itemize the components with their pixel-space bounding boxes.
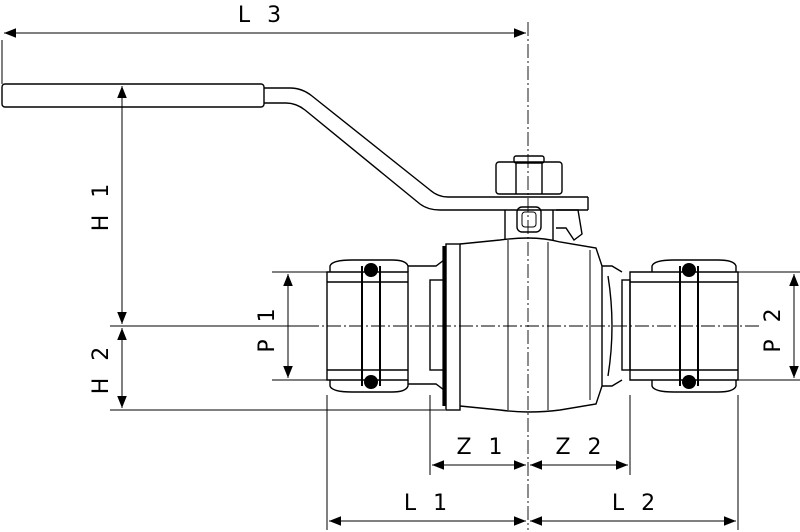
valve-body <box>442 237 603 413</box>
stem-neck <box>504 210 554 240</box>
h2-label: H 2 <box>89 342 114 395</box>
hex-nut <box>495 161 563 195</box>
right-socket-grooves <box>679 266 699 386</box>
right-o-ring-bottom <box>682 375 696 389</box>
left-neck-outline <box>408 259 445 391</box>
left-o-ring-bottom <box>364 375 378 389</box>
left-neck <box>408 259 445 391</box>
z2-label: Z 2 <box>555 435 606 460</box>
h1-label: H 1 <box>89 179 114 232</box>
right-socket-bottom-bead <box>651 380 737 393</box>
extension-lines <box>1 40 800 530</box>
l1-label: L 1 <box>404 491 452 516</box>
left-press-socket <box>326 259 409 393</box>
body-flange <box>445 243 461 411</box>
body-shell <box>459 237 603 413</box>
stop-tab <box>556 209 583 242</box>
stem-top <box>513 155 545 164</box>
left-socket-top-bead <box>329 259 409 272</box>
right-socket-top-bead <box>651 259 737 272</box>
l3-label: L 3 <box>238 3 286 28</box>
lever-handle <box>1 83 589 211</box>
body-shading <box>507 240 549 410</box>
right-press-socket <box>629 259 739 393</box>
p2-label: P 2 <box>761 303 786 352</box>
lever-grip <box>1 83 265 108</box>
lever-arm-top-edge <box>264 87 588 198</box>
right-neck-insert <box>621 279 631 371</box>
left-socket-grooves <box>361 266 381 386</box>
z1-label: Z 1 <box>456 435 507 460</box>
left-socket-inner-lines <box>327 281 408 371</box>
right-socket-outline <box>629 271 739 381</box>
left-socket-bottom-bead <box>329 380 409 393</box>
p1-label: P 1 <box>255 303 280 352</box>
dimension-labels: L 3 H 1 H 2 P 1 P 2 Z 1 Z 2 L 1 L 2 <box>89 3 786 516</box>
stem-nut <box>495 155 563 195</box>
left-neck-insert <box>429 279 445 371</box>
right-socket-inner-lines <box>630 281 738 371</box>
dimension-lines <box>4 28 799 526</box>
right-o-ring-top <box>682 263 696 277</box>
lever-arm-bottom-edge <box>264 102 588 211</box>
stem-square-inner <box>521 211 537 228</box>
right-neck-curve <box>607 275 613 377</box>
stem-assembly <box>504 206 583 242</box>
stem-square <box>516 206 542 233</box>
left-o-ring-top <box>364 263 378 277</box>
l2-label: L 2 <box>612 491 660 516</box>
right-neck-outline <box>602 265 623 387</box>
